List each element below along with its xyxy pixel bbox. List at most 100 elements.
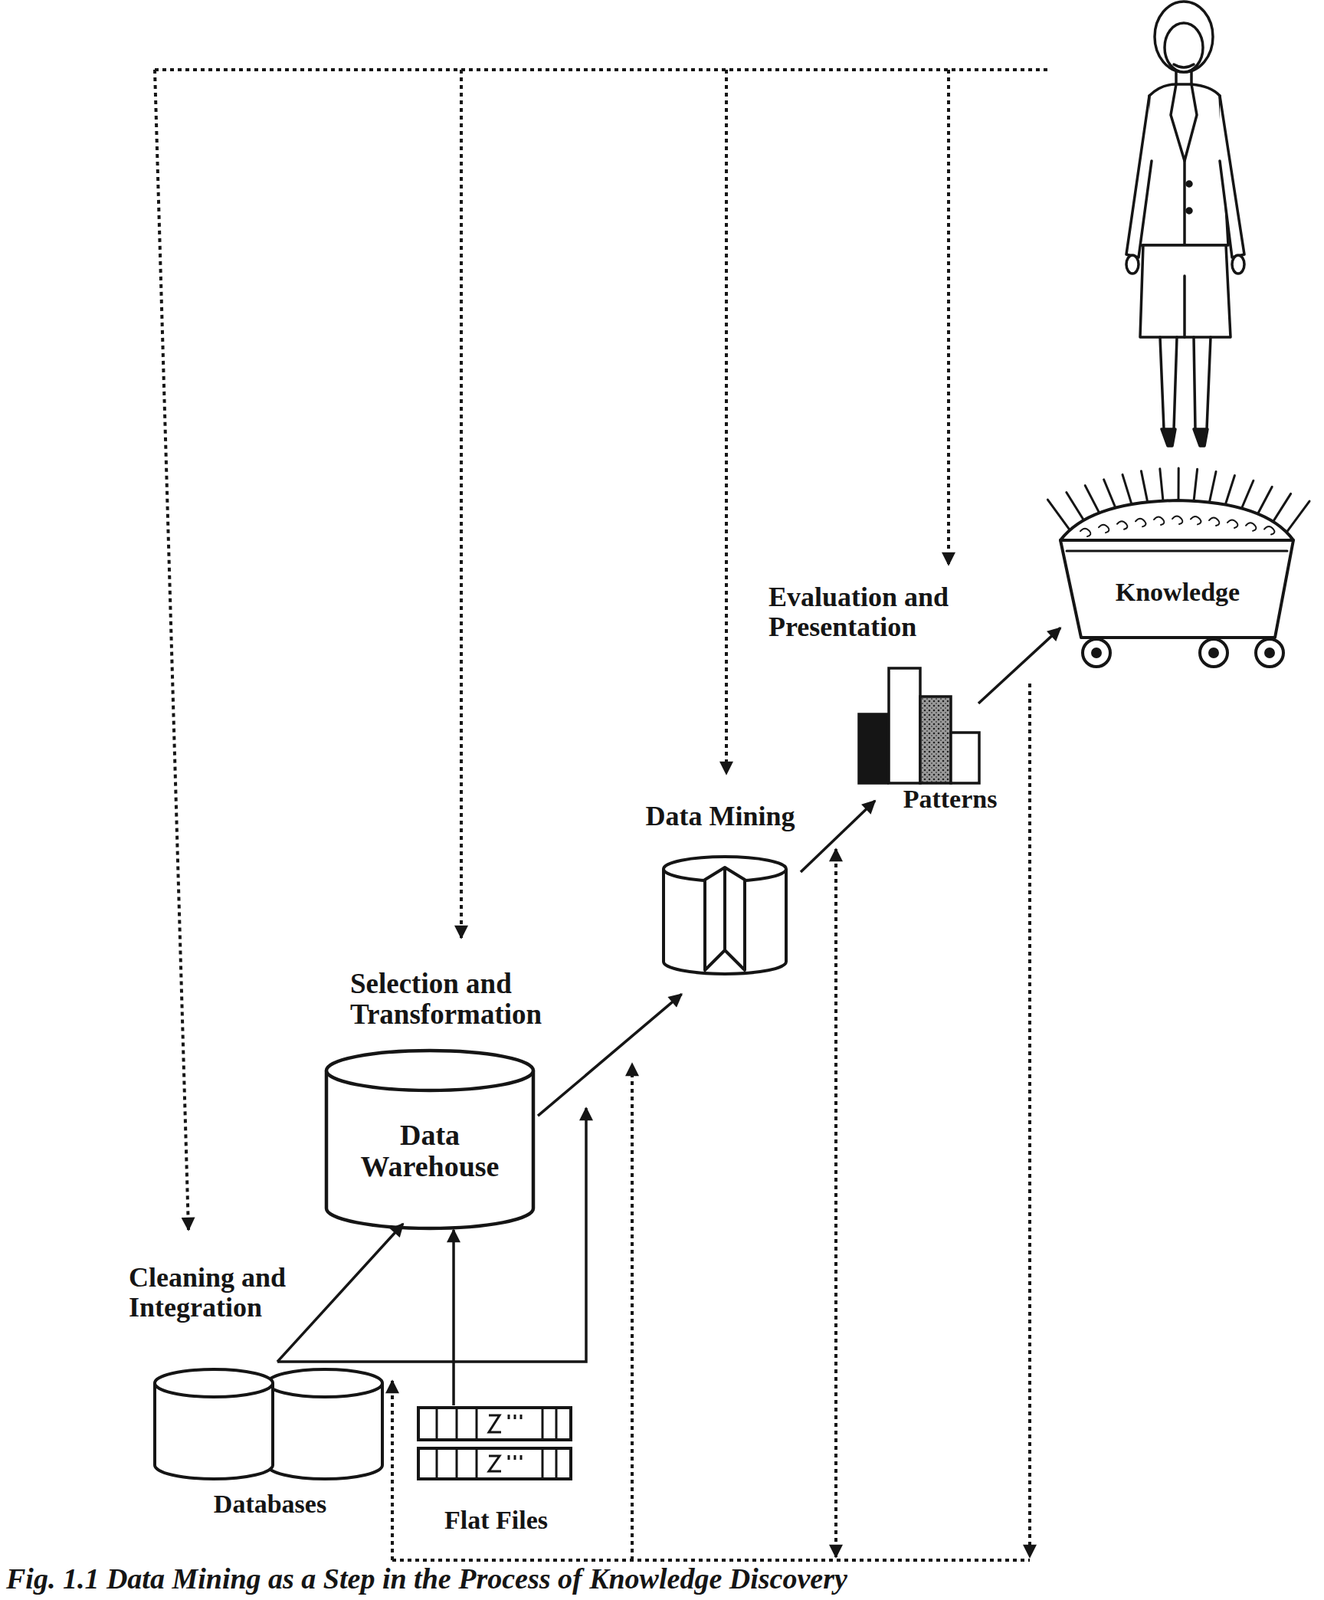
flat-files <box>508 1414 522 1420</box>
analyst-figure <box>1193 429 1208 446</box>
knowledge-cart <box>1092 648 1101 657</box>
node-label: Data Warehouse <box>337 1119 522 1183</box>
feedback-line <box>1028 683 1032 1557</box>
analyst-figure <box>1183 275 1187 338</box>
data-warehouse-cylinder: Data Warehouse <box>321 1045 538 1230</box>
pattern-bars <box>888 668 921 784</box>
knowledge-cart <box>1172 516 1183 525</box>
node-label: Patterns <box>869 785 1031 814</box>
knowledge-cart <box>1060 540 1294 638</box>
feedback-line <box>154 69 189 1230</box>
database-cylinders <box>267 1369 383 1397</box>
knowledge-cart <box>1285 501 1310 534</box>
knowledge-cart: Knowledge <box>1043 471 1312 672</box>
step-label: Cleaning and Integration <box>128 1262 359 1323</box>
feedback-line <box>630 1063 634 1560</box>
analyst-figure <box>1183 160 1187 246</box>
node-label: Knowledge <box>1074 578 1282 607</box>
knowledge-cart <box>1122 474 1133 507</box>
analyst-figure <box>1186 208 1192 214</box>
knowledge-cart <box>1060 500 1294 541</box>
flat-files <box>418 1448 571 1479</box>
data-warehouse-cylinder <box>326 1050 534 1229</box>
flat-files <box>418 1407 571 1440</box>
analyst-figure <box>1160 337 1211 430</box>
process-arrow <box>800 800 876 872</box>
flat-files <box>555 1448 558 1479</box>
flat-files <box>455 1448 459 1479</box>
pattern-bars <box>950 732 980 784</box>
task-data-cylinder <box>704 867 745 971</box>
feedback-lines <box>154 69 1051 1560</box>
knowledge-cart <box>1209 648 1218 657</box>
analyst-figure <box>1126 95 1152 258</box>
knowledge-cart <box>1047 499 1072 532</box>
knowledge-cart <box>1177 468 1180 501</box>
node-label: Databases <box>149 1490 391 1519</box>
flat-files <box>475 1448 479 1479</box>
analyst-figure <box>1186 181 1192 187</box>
flat-files <box>435 1407 439 1440</box>
flat-files <box>435 1448 439 1479</box>
flat-files <box>555 1407 558 1440</box>
knowledge-cart <box>1047 468 1310 667</box>
process-arrow <box>452 1229 456 1406</box>
feedback-line <box>724 69 728 774</box>
step-label: Evaluation and Presentation <box>768 582 1033 643</box>
knowledge-cart <box>1209 471 1216 504</box>
data-warehouse-cylinder <box>326 1050 534 1091</box>
process-arrow <box>537 993 682 1116</box>
process-arrow <box>277 1223 404 1362</box>
knowledge-cart <box>1080 528 1091 538</box>
knowledge-cart <box>1140 471 1148 504</box>
knowledge-cart <box>1245 522 1256 531</box>
process-arrow <box>978 627 1061 704</box>
analyst-figure <box>1161 429 1176 446</box>
analyst-figure <box>1232 255 1245 274</box>
database-cylinders: Databases <box>149 1360 391 1525</box>
feedback-line <box>947 69 951 565</box>
pattern-bars: Patterns <box>854 662 1027 817</box>
flat-files <box>541 1448 545 1479</box>
flat-files <box>475 1407 479 1440</box>
feedback-line <box>154 68 1051 72</box>
connector-group <box>277 627 1061 1406</box>
database-cylinders <box>154 1369 383 1479</box>
flat-files <box>508 1455 522 1460</box>
data-warehouse-cylinder <box>326 1070 534 1229</box>
analyst-figure <box>1173 64 1194 68</box>
analyst-figure <box>1126 255 1139 274</box>
knowledge-cart <box>1153 517 1164 526</box>
analyst-figure <box>1219 95 1245 258</box>
knowledge-cart <box>1043 471 1312 672</box>
knowledge-cart <box>1199 639 1228 667</box>
task-data-cylinder <box>663 856 787 974</box>
analyst-figure <box>1164 22 1203 73</box>
knowledge-cart <box>1190 516 1201 525</box>
node-label: Flat Files <box>413 1506 579 1535</box>
knowledge-cart <box>1160 468 1164 502</box>
analyst-figure <box>1140 84 1229 246</box>
task-data-cylinder <box>723 867 727 951</box>
pattern-bars <box>858 668 980 784</box>
knowledge-cart <box>1135 518 1146 528</box>
knowledge-cart <box>1193 468 1198 502</box>
knowledge-cart <box>1066 550 1288 553</box>
pattern-bars <box>858 714 888 784</box>
database-cylinders <box>154 1369 273 1397</box>
knowledge-cart <box>1224 475 1235 508</box>
feedback-line <box>392 1558 1030 1562</box>
flat-files <box>488 1415 502 1433</box>
analyst-figure <box>1140 245 1231 338</box>
analyst-figure <box>1170 84 1197 161</box>
analyst-figure <box>1126 1 1245 446</box>
flat-files <box>488 1455 502 1472</box>
step-label: Selection and Transformation <box>350 968 626 1030</box>
task-data-cylinder: Data Mining <box>612 796 828 997</box>
knowledge-cart <box>1255 639 1284 667</box>
figure-caption: Fig. 1.1 Data Mining as a Step in the Pr… <box>6 1563 848 1596</box>
feedback-line <box>390 1380 394 1560</box>
